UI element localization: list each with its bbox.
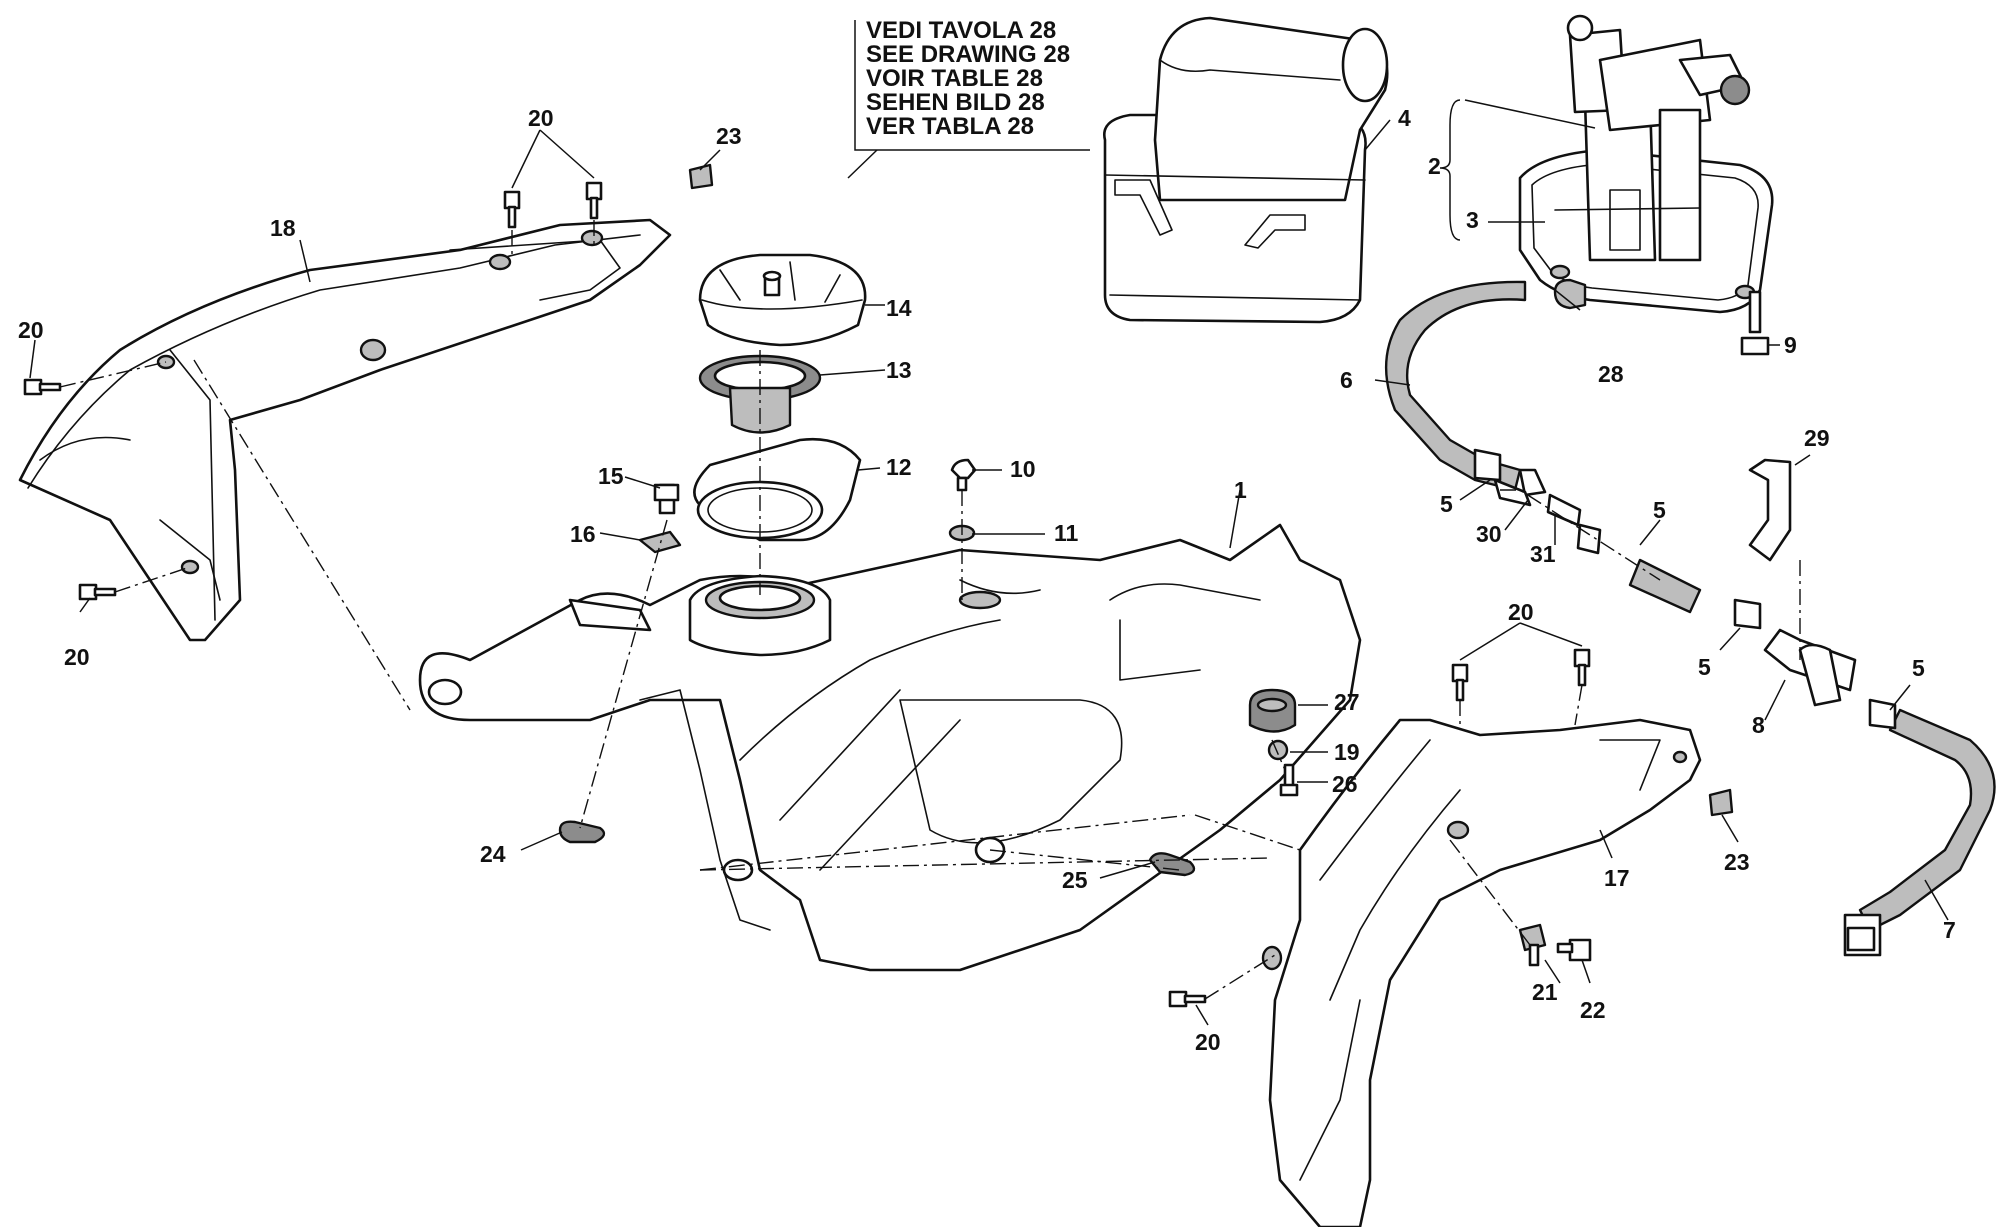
callout-26: 26 [1332,771,1358,797]
callout-14: 14 [886,295,912,321]
callout-5-a: 5 [1440,491,1453,517]
fasteners-10-11 [948,458,1045,542]
callout-20-left: 20 [18,317,44,343]
callout-11: 11 [1054,520,1079,546]
callout-24: 24 [480,841,506,867]
callout-1: 1 [1234,477,1247,503]
left-side-panel-18 [18,218,672,642]
callout-20-top: 20 [528,105,554,131]
callout-31: 31 [1530,541,1556,567]
callout-5-d: 5 [1912,655,1925,681]
callout-29: 29 [1804,425,1830,451]
reference-note: VEDI TAVOLA 28 SEE DRAWING 28 VOIR TABLE… [847,17,1090,179]
callout-18: 18 [270,215,296,241]
callout-19: 19 [1334,739,1360,765]
callout-16: 16 [570,521,596,547]
right-side-panel-17 [1261,718,1702,1227]
callout-17: 17 [1604,865,1630,891]
filler-ring-12 [693,437,881,542]
callout-23-top: 23 [716,123,742,149]
canister-4 [1103,16,1389,324]
reference-note-leader [847,149,878,179]
callout-12: 12 [886,454,912,480]
callout-7: 7 [1943,917,1956,943]
bolts-20 [23,129,1591,1008]
callout-10: 10 [1010,456,1036,482]
callout-20-lower-left: 20 [64,644,90,670]
note-line-2: SEE DRAWING 28 [866,41,1070,68]
note-line-4: SEHEN BILD 28 [866,89,1045,116]
callout-5-b: 5 [1653,497,1666,523]
fasteners-15-16 [599,476,682,554]
callout-20-right: 20 [1508,599,1534,625]
callout-labels: 1 2 3 4 5 5 5 5 6 7 8 9 10 11 12 13 14 1… [18,105,1956,1055]
callout-23-right: 23 [1724,849,1750,875]
callout-9: 9 [1784,332,1797,358]
callout-15: 15 [598,463,624,489]
callout-21: 21 [1532,979,1558,1005]
fuel-tank-1 [418,489,1362,972]
clamps-and-fittings [1473,278,1897,730]
fuel-cap-14 [698,253,885,347]
fuel-hoses [1385,280,1996,957]
callout-2: 2 [1428,153,1441,179]
callout-4: 4 [1398,105,1411,131]
callout-22: 22 [1580,997,1606,1023]
screw-9 [1740,290,1780,356]
note-line-1: VEDI TAVOLA 28 [866,17,1056,44]
fasteners-21-22 [1518,923,1592,967]
callout-30: 30 [1476,521,1502,547]
gasket-13 [698,354,886,434]
callout-25: 25 [1062,867,1088,893]
callout-13: 13 [886,357,912,383]
callout-3: 3 [1466,207,1479,233]
callout-8: 8 [1752,712,1765,738]
callout-20-bottom: 20 [1195,1029,1221,1055]
clips-23 [688,163,1734,817]
fuel-pump-2 [1439,14,1774,314]
fasteners-27-19-26 [1248,688,1328,797]
callout-27: 27 [1334,689,1360,715]
rubber-pads [558,820,1196,877]
callout-28: 28 [1598,361,1624,387]
callout-leaders [29,119,1949,1026]
callout-5-c: 5 [1698,654,1711,680]
note-line-3: VOIR TABLE 28 [866,65,1043,92]
assembly-centerlines [59,220,1801,1000]
callout-6: 6 [1340,367,1353,393]
note-line-5: VER TABLA 28 [866,113,1034,140]
reference-note-bracket [854,20,1090,151]
